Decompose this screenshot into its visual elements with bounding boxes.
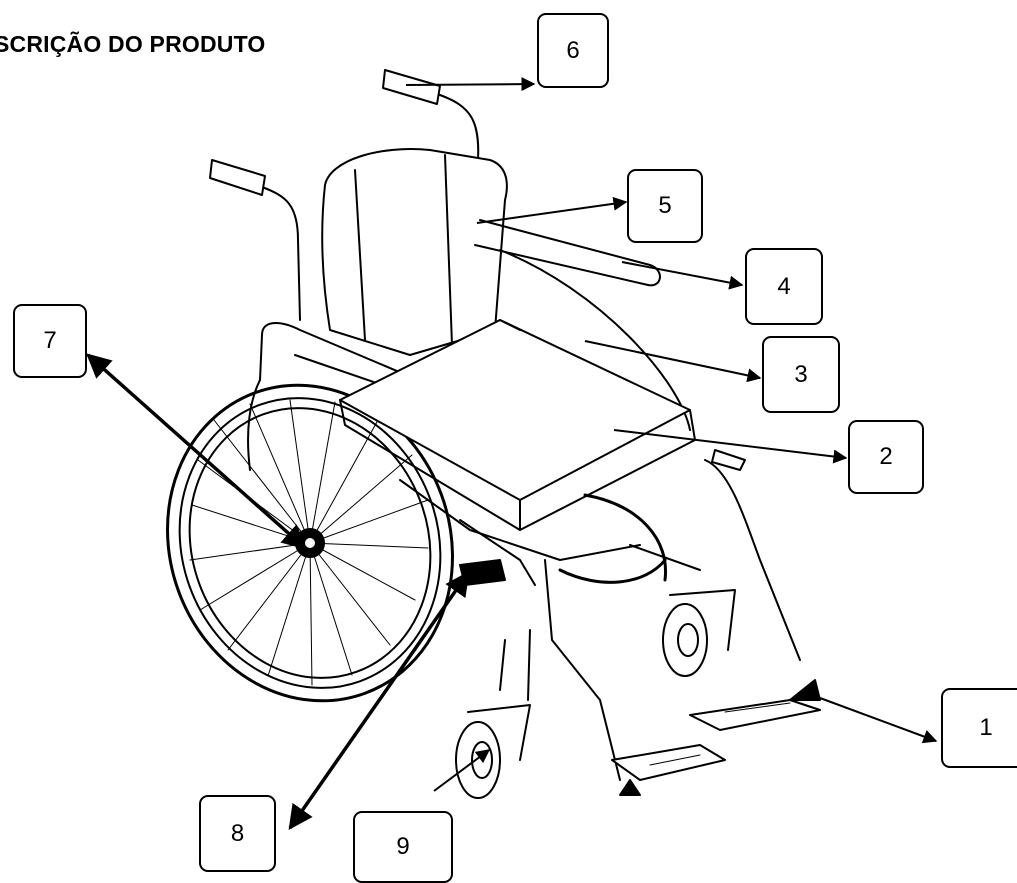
callout-3: 3 bbox=[762, 336, 840, 413]
arrow-1 bbox=[819, 697, 938, 744]
callout-5: 5 bbox=[627, 169, 703, 243]
arrow-8 bbox=[288, 570, 470, 831]
arrow-5 bbox=[476, 196, 628, 224]
arrow-4 bbox=[621, 261, 744, 290]
arrow-2 bbox=[613, 429, 848, 464]
callout-2: 2 bbox=[848, 420, 924, 494]
arrow-3 bbox=[584, 340, 762, 383]
callout-6: 6 bbox=[537, 13, 609, 88]
callout-9: 9 bbox=[353, 811, 453, 883]
arrow-7 bbox=[86, 353, 307, 550]
callout-7: 7 bbox=[13, 304, 87, 378]
callout-4: 4 bbox=[745, 248, 823, 325]
callout-1: 1 bbox=[941, 688, 1017, 768]
callout-8: 8 bbox=[199, 795, 276, 872]
page-title: SCRIÇÃO DO PRODUTO bbox=[0, 31, 266, 57]
arrow-6 bbox=[405, 77, 536, 92]
